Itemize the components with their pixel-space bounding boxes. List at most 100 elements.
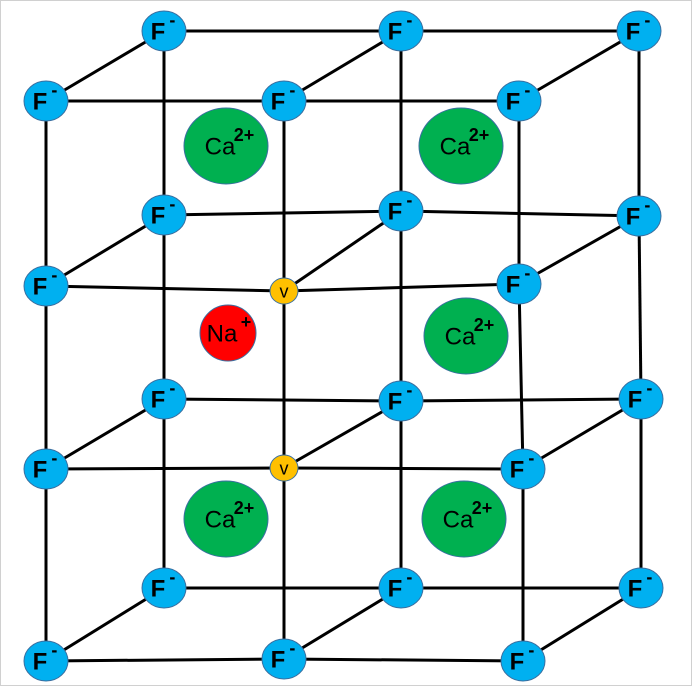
fluoride-ion-label: F (151, 18, 166, 45)
fluoride-ion-charge: - (524, 80, 530, 100)
fluoride-ion-circle (141, 10, 187, 52)
calcium-ion: Ca2+ (418, 107, 504, 185)
calcium-ion: Ca2+ (423, 297, 509, 375)
fluoride-ion: F- (496, 80, 542, 122)
fluoride-ion-charge: - (169, 10, 175, 30)
fluoride-ion-charge: - (644, 195, 650, 215)
fluoride-ion: F- (141, 567, 187, 609)
fluoride-ion-label: F (388, 575, 403, 602)
fluoride-ion: F- (261, 638, 307, 680)
bond-line (283, 29, 402, 103)
fluoride-ion-circle (618, 378, 664, 420)
bond-line (518, 214, 640, 286)
bond-line (283, 466, 524, 471)
calcium-ion-label: Ca (440, 133, 471, 160)
sodium-ion-circle (199, 304, 257, 362)
fluoride-ion-circle (378, 567, 424, 609)
fluoride-ion-circle (378, 10, 424, 52)
fluoride-ion-circle (616, 195, 662, 237)
fluoride-ion-label: F (151, 386, 166, 413)
fluoride-ion-circle (141, 194, 187, 236)
fluoride-ion-label: F (33, 273, 48, 300)
fluoride-ion-charge: - (289, 638, 295, 658)
fluoride-ion-circle (496, 80, 542, 122)
fluoride-ion-charge: - (406, 10, 412, 30)
fluoride-ion-charge: - (528, 448, 534, 468)
calcium-ion-charge: 2+ (234, 498, 255, 518)
fluoride-ion-charge: - (406, 190, 412, 210)
fluoride-ion-charge: - (51, 448, 57, 468)
fluoride-ion-charge: - (51, 80, 57, 100)
fluoride-ion-label: F (626, 18, 641, 45)
calcium-ion-circle (418, 107, 504, 185)
bond-line (45, 213, 165, 288)
fluoride-ion: F- (616, 10, 662, 52)
fluoride-ion-charge: - (528, 640, 534, 660)
fluoride-ion-circle (496, 263, 542, 305)
calcium-ion-charge: 2+ (469, 125, 490, 145)
calcium-ion-label: Ca (205, 133, 236, 160)
fluoride-ion-label: F (506, 88, 521, 115)
sodium-ion: Na+ (199, 304, 257, 362)
fluoride-ion-label: F (151, 202, 166, 229)
bond-line (163, 397, 402, 403)
vacancy-label: v (280, 281, 289, 301)
fluoride-ion-charge: - (646, 567, 652, 587)
fluoride-ion: F- (378, 380, 424, 422)
fluoride-ion-charge: - (169, 378, 175, 398)
bond-line (518, 29, 640, 103)
bond-line (283, 209, 402, 293)
calcium-ion-circle (183, 480, 269, 558)
fluoride-ion-label: F (271, 88, 286, 115)
fluoride-ion: F- (616, 195, 662, 237)
vacancy-circle (269, 454, 299, 482)
fluoride-ion-charge: - (51, 640, 57, 660)
fluoride-ion: F- (23, 448, 69, 490)
fluoride-ion-label: F (388, 388, 403, 415)
calcium-ion-circle (183, 107, 269, 185)
fluoride-ion-label: F (626, 203, 641, 230)
calcium-ion-label: Ca (443, 506, 474, 533)
fluoride-ion: F- (378, 567, 424, 609)
calcium-ion-label: Ca (205, 506, 236, 533)
fluoride-ion-charge: - (169, 194, 175, 214)
fluoride-ion-circle (23, 448, 69, 490)
bond-line (637, 215, 643, 400)
fluoride-ion: F- (141, 378, 187, 420)
fluoride-ion-charge: - (406, 567, 412, 587)
bond-line (522, 586, 642, 663)
bond-line (283, 399, 402, 470)
fluoride-ion-circle (378, 380, 424, 422)
bond-line (517, 283, 525, 470)
vacancy: v (269, 277, 299, 305)
fluoride-ion-circle (141, 378, 187, 420)
calcium-ion: Ca2+ (183, 480, 269, 558)
bonds (44, 29, 643, 663)
fluoride-ion-charge: - (646, 378, 652, 398)
sodium-ion-charge: + (241, 312, 252, 332)
calcium-ion-circle (421, 480, 507, 558)
calcium-ion: Ca2+ (183, 107, 269, 185)
bond-line (45, 586, 165, 663)
fluoride-ion-label: F (388, 18, 403, 45)
fluoride-ion-label: F (510, 456, 525, 483)
fluoride-ion: F- (23, 640, 69, 682)
calcium-ion-charge: 2+ (472, 498, 493, 518)
bond-line (283, 657, 524, 663)
vacancy: v (269, 454, 299, 482)
bond-line (522, 397, 642, 471)
fluoride-ion: F- (23, 80, 69, 122)
fluoride-ion-circle (23, 640, 69, 682)
fluoride-ion-circle (500, 448, 546, 490)
fluoride-ion: F- (618, 567, 664, 609)
fluoride-ion-label: F (510, 648, 525, 675)
fluoride-ion-circle (500, 640, 546, 682)
fluoride-ion-charge: - (524, 263, 530, 283)
bond-line (400, 397, 642, 403)
fluoride-ion: F- (23, 265, 69, 307)
fluoride-ion-charge: - (644, 10, 650, 30)
fluoride-ion: F- (378, 10, 424, 52)
calcium-ion-charge: 2+ (474, 315, 495, 335)
fluoride-ion-charge: - (169, 567, 175, 587)
